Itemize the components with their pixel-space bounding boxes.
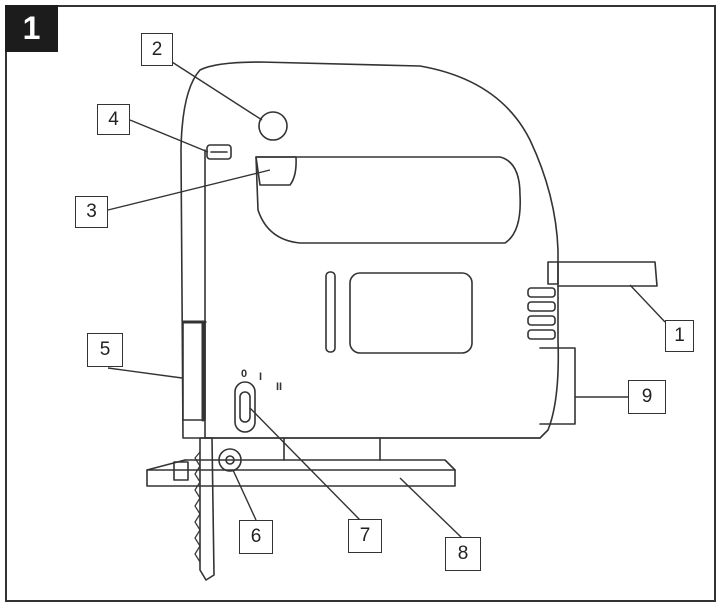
leader-line-6 bbox=[232, 469, 257, 521]
callout-7: 7 bbox=[348, 519, 382, 553]
blade-clamp-screw bbox=[218, 448, 242, 472]
base-plate bbox=[146, 469, 456, 487]
speed-mark-off: 0 bbox=[241, 368, 247, 380]
dust-adapter bbox=[539, 347, 576, 425]
leader-line-7 bbox=[249, 407, 361, 521]
trigger bbox=[255, 156, 297, 186]
figure-number-badge: 1 bbox=[5, 5, 58, 52]
callout-4: 4 bbox=[97, 104, 130, 135]
callout-2: 2 bbox=[141, 33, 173, 66]
leader-line-3 bbox=[107, 169, 271, 211]
power-cable-guard bbox=[557, 261, 658, 287]
leader-line-8 bbox=[399, 477, 463, 539]
speed-selector bbox=[234, 381, 256, 433]
callout-9: 9 bbox=[628, 380, 666, 414]
saw-blade bbox=[199, 437, 215, 581]
grip-fin-4 bbox=[527, 329, 556, 340]
grip-fin-2 bbox=[527, 301, 556, 312]
leader-line-4 bbox=[129, 119, 209, 153]
rear-notch bbox=[547, 261, 559, 285]
leader-line-2 bbox=[171, 61, 263, 121]
callout-1: 1 bbox=[665, 320, 694, 352]
callout-3: 3 bbox=[75, 196, 108, 228]
speed-mark-high: II bbox=[276, 381, 282, 393]
grip-fin-3 bbox=[527, 315, 556, 326]
speed-mark-low: I bbox=[259, 371, 262, 383]
vent-slot bbox=[325, 271, 336, 353]
label-plate bbox=[349, 272, 473, 354]
leader-line-1 bbox=[629, 284, 666, 323]
callout-6: 6 bbox=[239, 520, 273, 554]
callout-8: 8 bbox=[445, 537, 481, 571]
grip-fin-1 bbox=[527, 287, 556, 298]
front-roller bbox=[173, 461, 189, 481]
dust-blower-nozzle bbox=[258, 111, 288, 141]
handle-opening bbox=[255, 156, 522, 244]
leader-line-5 bbox=[107, 367, 183, 379]
jigsaw-body-outline bbox=[180, 61, 560, 439]
figure-frame bbox=[5, 5, 716, 602]
callout-5: 5 bbox=[87, 333, 123, 367]
